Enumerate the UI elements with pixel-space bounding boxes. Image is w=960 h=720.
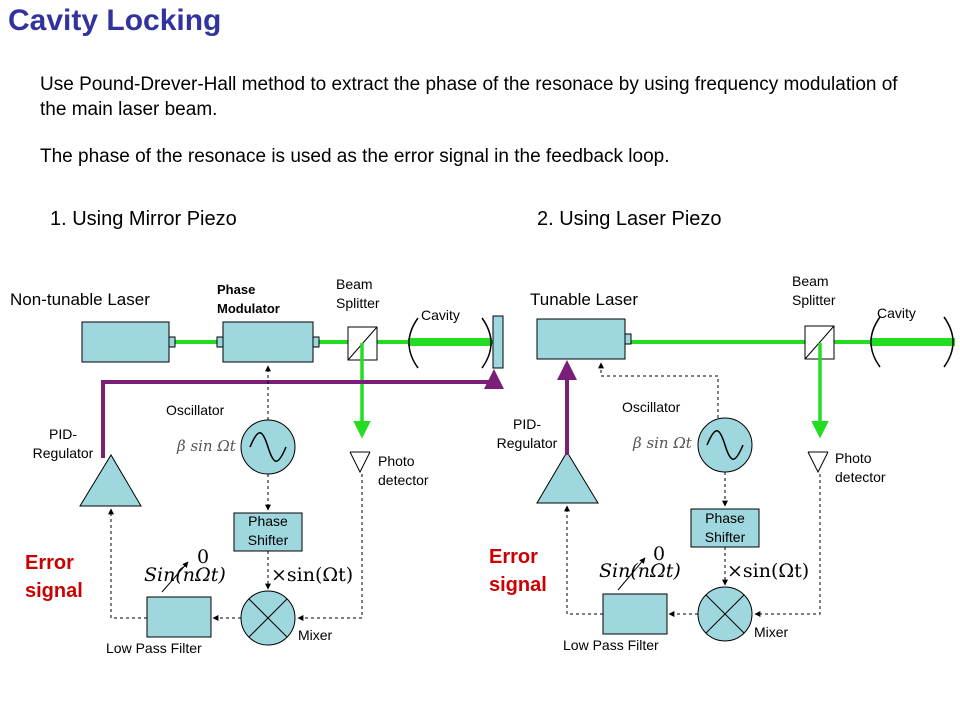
right-beta-expression: β sin Ωt <box>633 434 692 452</box>
left-sin-expression: Sin(nΩt) <box>144 564 226 586</box>
left-heading: 1. Using Mirror Piezo <box>50 208 237 230</box>
right-cavity-label: Cavity <box>877 305 916 321</box>
page-title: Cavity Locking <box>8 4 222 37</box>
left-diagram <box>79 315 504 646</box>
right-oscillator-label: Oscillator <box>622 399 681 415</box>
intro-paragraph-1: Use Pound-Drever-Hall method to extract … <box>40 74 898 120</box>
left-feedback-line <box>101 369 504 458</box>
left-phase-modulator-box <box>222 321 314 363</box>
left-oscillator-label: Oscillator <box>166 402 225 418</box>
right-cavity-mirror-1 <box>870 316 881 368</box>
right-diagram <box>536 316 955 642</box>
left-pid-regulator-icon <box>79 454 142 507</box>
right-cavity-mirror-2 <box>943 316 954 368</box>
right-photodetector-icon <box>807 451 829 474</box>
left-laser-label: Non-tunable Laser <box>10 290 150 309</box>
left-laser-box <box>81 321 170 363</box>
left-zero-label: 0 <box>197 546 210 568</box>
intro-paragraph-2: The phase of the resonace is used as the… <box>40 146 670 167</box>
right-laser-label: Tunable Laser <box>530 290 639 309</box>
left-low-pass-filter-box <box>146 596 212 638</box>
right-phase-shifter-box <box>690 508 760 548</box>
left-times-expression: ×sin(Ωt) <box>271 564 354 586</box>
right-sin-expression: Sin(nΩt) <box>599 560 681 582</box>
right-laser-box <box>536 318 626 360</box>
left-piezo-mirror <box>492 315 504 369</box>
left-laser-output-port <box>168 336 176 348</box>
left-pid-label: PID-Regulator <box>32 426 94 461</box>
right-heading: 2. Using Laser Piezo <box>537 208 722 230</box>
right-lpf-label: Low Pass Filter <box>563 637 659 653</box>
left-cavity-mirror-1 <box>408 317 419 369</box>
right-times-expression: ×sin(Ωt) <box>727 560 810 582</box>
right-pid-regulator-icon <box>536 451 599 504</box>
left-beta-expression: β sin Ωt <box>177 437 236 455</box>
right-zero-label: 0 <box>653 543 666 565</box>
right-pid-label: PID-Regulator <box>496 416 558 451</box>
right-mixer-label: Mixer <box>754 624 789 640</box>
left-cavity-mirror-2 <box>481 317 492 369</box>
left-cavity-label: Cavity <box>421 307 460 323</box>
left-photodetector-icon <box>349 451 371 474</box>
left-phase-shifter-box <box>233 512 303 552</box>
right-low-pass-filter-box <box>602 593 668 635</box>
left-mixer-label: Mixer <box>298 627 333 643</box>
left-lpf-label: Low Pass Filter <box>106 640 202 656</box>
